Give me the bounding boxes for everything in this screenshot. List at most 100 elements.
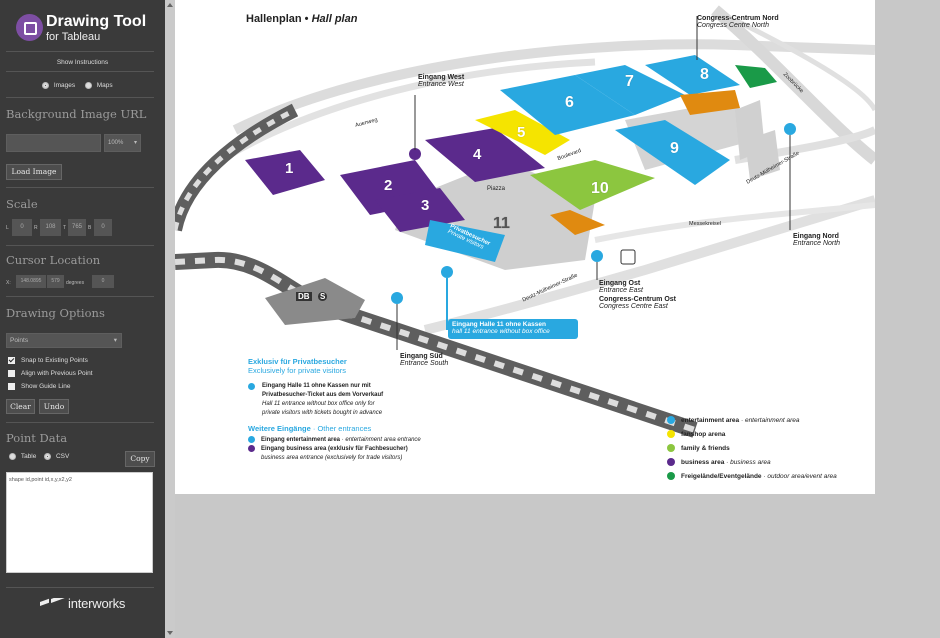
messekreisel-label: Messekreisel — [689, 221, 722, 227]
degrees-input[interactable]: 0 — [92, 275, 114, 288]
road — [733, 17, 875, 112]
db-label: DB — [296, 292, 312, 301]
cursor-x-label: X: — [6, 280, 11, 286]
halle-11-en: hall 11 entrance without box office — [452, 328, 550, 335]
shape-select[interactable]: Points ▾ — [6, 333, 122, 348]
chevron-down-icon: ▾ — [133, 140, 137, 146]
hall-5-shape — [475, 110, 570, 155]
legend-family-de: family & friends — [681, 445, 730, 452]
source-mode-radios: Images Maps — [42, 82, 113, 89]
divider — [6, 97, 154, 98]
load-image-button[interactable]: Load Image — [6, 164, 62, 180]
app-subtitle: for Tableau — [46, 31, 101, 43]
legend-business-en: business area — [730, 459, 771, 466]
scale-b-input[interactable]: 0 — [94, 219, 112, 236]
hall-plan-image[interactable]: Hallenplan • Hall plan 1 2 3 4 5 6 7 8 9… — [175, 0, 875, 494]
entrance-marker — [784, 123, 796, 135]
eingang-sued-en: Entrance South — [400, 360, 449, 367]
legend-entertainment: entertainment area · entertainment area — [667, 414, 837, 428]
show-instructions-link[interactable]: Show Instructions — [56, 59, 109, 66]
ent-area-icon — [248, 436, 255, 443]
legend-fanshop-swatch — [667, 430, 675, 439]
guide-option[interactable]: Show Guide Line — [8, 383, 71, 390]
pencil-icon — [16, 14, 43, 41]
snap-checkbox[interactable] — [8, 357, 15, 364]
scale-inputs: L 0 R 108 T 765 B 0 — [6, 219, 156, 237]
building — [745, 130, 780, 180]
exklusiv-line1-de: Eingang Halle 11 ohne Kassen nur mit — [262, 383, 371, 389]
eingang-sued-label: Eingang Süd Entrance South — [400, 353, 448, 367]
scale-l-input[interactable]: 0 — [12, 219, 32, 236]
align-checkbox[interactable] — [8, 370, 15, 377]
congress-ost-de: Congress-Centrum Ost — [599, 296, 677, 303]
legend-business: business area · business area — [667, 456, 837, 470]
hall-5-label: 5 — [517, 124, 526, 141]
eingang-nord-label: Eingang Nord Entrance North — [793, 233, 840, 247]
biz-en: business area entrance (exclusively for … — [261, 455, 403, 462]
road — [594, 202, 875, 243]
point-data-heading: Point Data — [6, 431, 68, 445]
outdoor-area-shape — [735, 65, 777, 88]
copy-button[interactable]: Copy — [125, 451, 155, 467]
align-option[interactable]: Align with Previous Point — [8, 370, 93, 377]
railway-sleepers — [175, 107, 297, 231]
interworks-brand: interworks — [68, 596, 126, 611]
biz-icon — [248, 445, 255, 453]
zoom-select[interactable]: 100% ▾ — [104, 134, 141, 152]
biz-row: Eingang business area (exklusiv für Fach… — [248, 445, 421, 454]
drawing-options-heading: Drawing Options — [6, 306, 105, 320]
eingang-west-label: Eingang West Entrance West — [418, 74, 464, 88]
scale-b-label: B — [88, 225, 92, 231]
info-block: Exklusiv für Privatbesucher Exclusively … — [248, 357, 421, 463]
csv-radio[interactable] — [44, 453, 52, 460]
guide-label: Show Guide Line — [21, 383, 71, 391]
divider — [6, 422, 154, 423]
hall-7-shape — [575, 65, 685, 115]
eingang-sued-de: Eingang Süd — [400, 353, 443, 360]
scale-r-input[interactable]: 108 — [40, 219, 61, 236]
cursor-x-input[interactable]: 148.0895 — [16, 275, 46, 288]
vertical-scrollbar[interactable] — [165, 0, 175, 638]
point-data-textarea[interactable]: shape id,point id,x,y,x2,y2 — [6, 472, 153, 573]
clear-button[interactable]: Clear — [6, 399, 35, 414]
ent-area-de: Eingang entertainment area — [261, 437, 341, 444]
eingang-ost-en: Entrance East — [599, 287, 643, 294]
eingang-ost-de: Eingang Ost — [599, 280, 641, 287]
eingang-nord-de: Eingang Nord — [793, 233, 839, 240]
weitere-heading: Weitere Eingänge · Other entrances — [248, 424, 421, 433]
scroll-down-icon[interactable] — [167, 631, 173, 635]
undo-button[interactable]: Undo — [39, 399, 69, 414]
maps-radio[interactable] — [84, 82, 92, 89]
scale-l-label: L — [6, 225, 9, 231]
background-url-input[interactable] — [6, 134, 101, 152]
entrance-marker — [591, 250, 603, 262]
hall-3-label: 3 — [421, 197, 430, 214]
congress-ost-en: Congress Centre East — [599, 303, 668, 310]
hall-6-label: 6 — [565, 94, 574, 111]
exklusiv-line2-de: Privatbesucher-Ticket aus dem Vorverkauf — [262, 392, 384, 398]
station-building — [265, 278, 365, 325]
cursor-y-input[interactable]: 579 — [47, 275, 64, 288]
hall-6-shape — [500, 75, 635, 135]
scale-t-input[interactable]: 765 — [68, 219, 86, 236]
table-label: Table — [20, 453, 37, 461]
piazza-label: Piazza — [487, 186, 506, 192]
images-label: Images — [53, 82, 76, 90]
images-radio[interactable] — [42, 82, 49, 89]
legend: entertainment area · entertainment area … — [667, 414, 837, 484]
scroll-up-icon[interactable] — [167, 3, 173, 7]
legend-entertainment-en: entertainment area — [744, 417, 800, 424]
legend-entertainment-de: entertainment area — [681, 417, 740, 424]
snap-option[interactable]: Snap to Existing Points — [8, 357, 88, 364]
legend-fanshop-de: fanshop arena — [681, 431, 726, 438]
orange-block — [680, 90, 740, 115]
align-label: Align with Previous Point — [21, 370, 93, 378]
halle-11-label-box — [448, 319, 578, 339]
map-title: Hallenplan • Hall plan — [246, 13, 357, 25]
private-entrance-icon — [248, 383, 255, 390]
halle-11-de: Eingang Halle 11 ohne Kassen — [452, 321, 546, 328]
guide-checkbox[interactable] — [8, 383, 15, 390]
table-radio[interactable] — [9, 453, 16, 460]
hall-1-shape — [245, 150, 325, 195]
hall-4-shape — [425, 128, 545, 182]
